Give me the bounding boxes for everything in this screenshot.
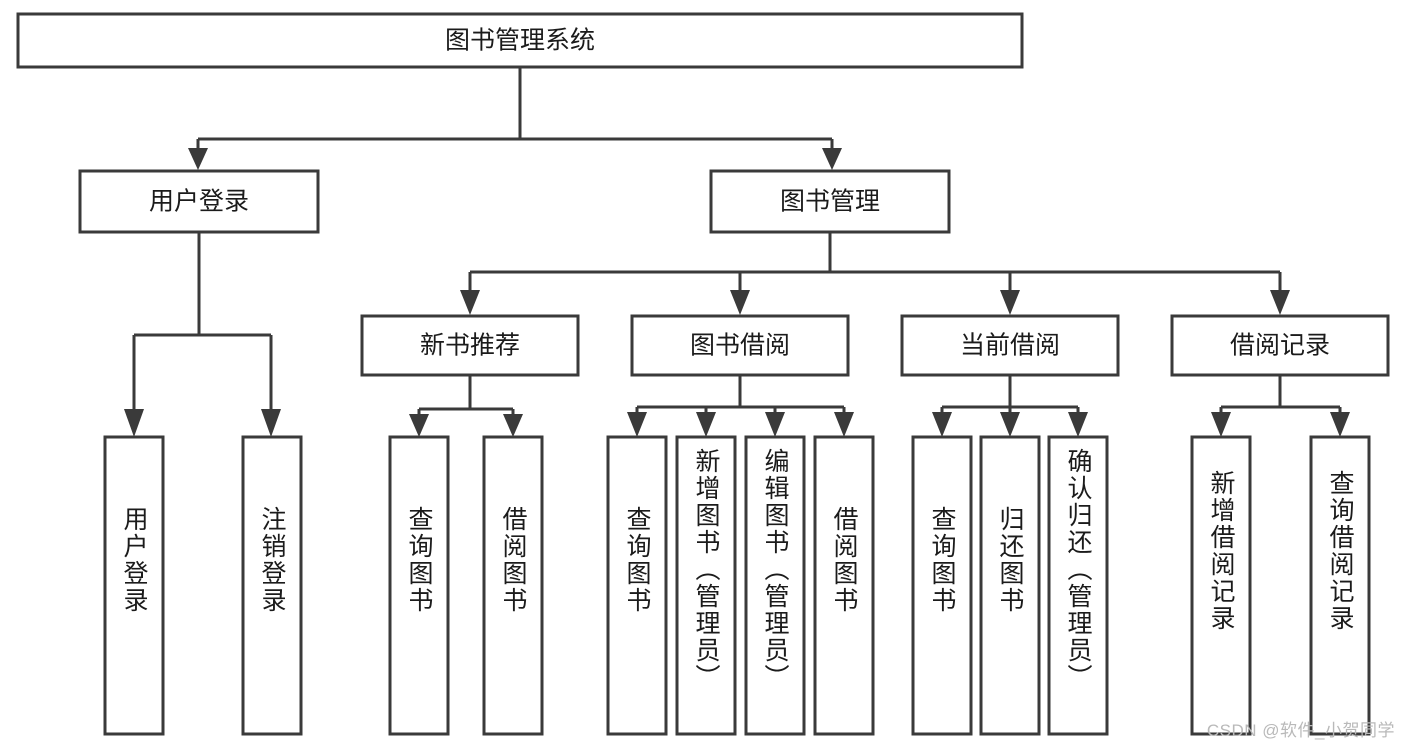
leaf-add-book-box[interactable] — [675, 435, 737, 736]
leaf-user-login-label: 用户登录 — [120, 506, 149, 614]
arrow-to-leaf-return-book-icon — [1000, 412, 1020, 437]
arrow-to-current-borrow-icon — [1000, 290, 1020, 315]
node-book-manage-box[interactable] — [709, 169, 951, 234]
node-user-login[interactable]: 用户登录 — [78, 169, 320, 234]
node-book-manage[interactable]: 图书管理 — [709, 169, 951, 234]
leaf-confirm-return-label: 确认归还（管理员） — [1064, 448, 1093, 691]
leaf-return-book-box[interactable] — [979, 435, 1041, 736]
arrow-to-book-manage-icon — [822, 148, 842, 170]
node-current-borrow[interactable]: 当前借阅 — [900, 314, 1120, 377]
leaf-add-record[interactable]: 新增借阅记录 — [1190, 435, 1252, 736]
arrow-to-leaf-edit-book-icon — [765, 412, 785, 437]
leaf-borrow-book-1-box[interactable] — [482, 435, 544, 736]
leaf-query-book-1-box[interactable] — [388, 435, 450, 736]
node-root-label: 图书管理系统 — [445, 27, 595, 55]
leaf-logout[interactable]: 注销登录 — [241, 435, 303, 736]
leaf-query-book-2-box[interactable] — [606, 435, 668, 736]
arrow-to-book-borrow-icon — [730, 290, 750, 315]
arrow-to-borrow-record-icon — [1270, 290, 1290, 315]
leaf-query-book-3[interactable]: 查询图书 — [911, 435, 973, 736]
arrow-to-leaf-confirm-return-icon — [1068, 412, 1088, 437]
node-root[interactable]: 图书管理系统 — [16, 12, 1024, 69]
leaf-confirm-return[interactable]: 确认归还（管理员） — [1047, 435, 1109, 736]
leaf-borrow-book-2[interactable]: 借阅图书 — [813, 435, 875, 736]
node-book-borrow-box[interactable] — [630, 314, 850, 377]
leaf-query-book-2[interactable]: 查询图书 — [606, 435, 668, 736]
node-new-book-recommend[interactable]: 新书推荐 — [360, 314, 580, 377]
leaf-logout-box[interactable] — [241, 435, 303, 736]
leaf-user-login[interactable]: 用户登录 — [103, 435, 165, 736]
leaf-borrow-book-1[interactable]: 借阅图书 — [482, 435, 544, 736]
leaf-borrow-book-2-label: 借阅图书 — [830, 506, 859, 614]
leaf-query-book-2-label: 查询图书 — [623, 506, 652, 614]
arrow-to-leaf-add-book-icon — [696, 412, 716, 437]
leaf-edit-book-label: 编辑图书（管理员） — [761, 448, 790, 691]
leaf-confirm-return-box[interactable] — [1047, 435, 1109, 736]
arrow-to-leaf-borrow-book-1-icon — [503, 414, 523, 437]
node-user-login-label: 用户登录 — [149, 188, 249, 216]
leaf-query-book-3-label: 查询图书 — [928, 506, 957, 614]
leaf-add-record-label: 新增借阅记录 — [1207, 470, 1236, 632]
leaf-query-book-1-label: 查询图书 — [405, 506, 434, 614]
leaf-return-book-label: 归还图书 — [996, 506, 1025, 614]
node-book-borrow[interactable]: 图书借阅 — [630, 314, 850, 377]
node-current-borrow-box[interactable] — [900, 314, 1120, 377]
leaf-borrow-book-2-box[interactable] — [813, 435, 875, 736]
leaf-query-record-box[interactable] — [1309, 435, 1371, 736]
leaf-query-book-1[interactable]: 查询图书 — [388, 435, 450, 736]
leaf-borrow-book-1-label: 借阅图书 — [499, 506, 528, 614]
leaf-add-record-box[interactable] — [1190, 435, 1252, 736]
leaf-query-record[interactable]: 查询借阅记录 — [1309, 435, 1371, 736]
node-borrow-record[interactable]: 借阅记录 — [1170, 314, 1390, 377]
arrow-to-leaf-user-login-icon — [124, 409, 144, 437]
arrow-to-leaf-add-record-icon — [1211, 412, 1231, 437]
node-book-borrow-label: 图书借阅 — [690, 332, 790, 360]
arrow-to-leaf-query-record-icon — [1330, 412, 1350, 437]
arrow-to-leaf-query-book-1-icon — [409, 414, 429, 437]
arrow-to-leaf-query-book-2-icon — [627, 412, 647, 437]
node-current-borrow-label: 当前借阅 — [960, 332, 1060, 360]
node-new-book-recommend-label: 新书推荐 — [420, 332, 520, 360]
node-root-box[interactable] — [16, 12, 1024, 69]
leaf-query-book-3-box[interactable] — [911, 435, 973, 736]
arrow-to-user-login-icon — [188, 148, 208, 170]
node-book-manage-label: 图书管理 — [780, 188, 880, 216]
leaf-edit-book[interactable]: 编辑图书（管理员） — [744, 435, 806, 736]
leaf-edit-book-box[interactable] — [744, 435, 806, 736]
leaf-return-book[interactable]: 归还图书 — [979, 435, 1041, 736]
node-new-book-recommend-box[interactable] — [360, 314, 580, 377]
arrow-to-leaf-logout-icon — [261, 409, 281, 437]
arrow-to-leaf-borrow-book-2-icon — [834, 412, 854, 437]
leaf-query-record-label: 查询借阅记录 — [1326, 470, 1355, 632]
leaf-add-book[interactable]: 新增图书（管理员） — [675, 435, 737, 736]
csdn-watermark: CSDN @软件_小贺同学 — [1206, 721, 1395, 740]
node-borrow-record-box[interactable] — [1170, 314, 1390, 377]
leaf-add-book-label: 新增图书（管理员） — [692, 448, 721, 691]
arrow-to-leaf-query-book-3-icon — [932, 412, 952, 437]
arrow-to-new-book-recommend-icon — [460, 290, 480, 315]
node-borrow-record-label: 借阅记录 — [1230, 332, 1330, 360]
leaf-logout-label: 注销登录 — [258, 506, 287, 614]
leaf-user-login-box[interactable] — [103, 435, 165, 736]
